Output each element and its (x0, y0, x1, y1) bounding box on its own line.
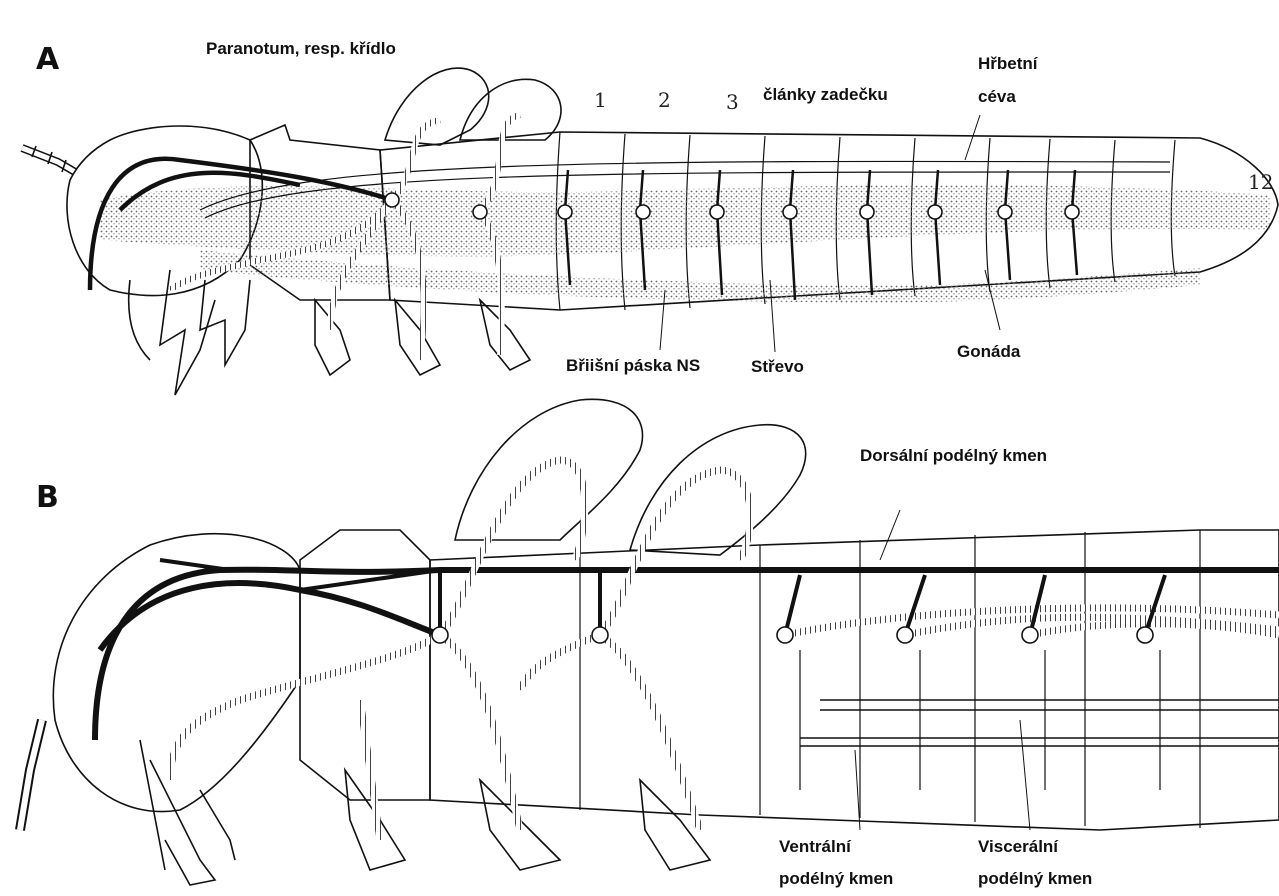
label-dorsal-vessel-line2: céva (978, 86, 1016, 107)
mouthparts-a (129, 270, 250, 395)
label-ventral-trunk-line1: Ventrální (779, 836, 851, 857)
segment-number-12: 12 (1248, 170, 1273, 194)
spiracles-b (432, 570, 1165, 790)
wing-b-1 (455, 399, 643, 540)
label-abdomen-segments: články zadečku (763, 84, 888, 105)
antenna-a (22, 146, 75, 172)
head-b (53, 534, 300, 812)
label-paranotum: Paranotum, resp. křídlo (206, 38, 396, 59)
panel-a-letter: A (36, 42, 59, 77)
label-ventral-trunk-line2: podélný kmen (779, 868, 893, 889)
mouthparts-b (140, 740, 235, 885)
label-gut: Střevo (751, 356, 804, 377)
visceral-trunk-b (820, 700, 1279, 710)
label-ventral-nerve-cord: Břiišní páska NS (566, 355, 700, 376)
leg-a-3 (480, 300, 530, 370)
gut-a (100, 185, 1270, 256)
label-visceral-trunk-line2: podélný kmen (978, 868, 1092, 889)
panel-b-letter: B (36, 480, 59, 515)
label-dorsal-trunk: Dorsální podélný kmen (860, 445, 1047, 466)
label-visceral-trunk-line1: Viscerální (978, 836, 1058, 857)
dorsal-trunk-b (95, 570, 1279, 740)
leader-lines-b (855, 510, 1030, 830)
wing-b-2 (630, 425, 806, 555)
segment-number-3: 3 (726, 90, 739, 114)
abdomen-b (430, 530, 1279, 830)
leg-a-2 (395, 300, 440, 375)
label-gonad: Gonáda (957, 341, 1020, 362)
label-dorsal-vessel-line1: Hřbetní (978, 53, 1038, 74)
segment-borders-b (580, 530, 1200, 828)
trachea-ringed-b (170, 460, 1279, 840)
segment-number-2: 2 (658, 88, 671, 112)
ventral-trunk-b (800, 738, 1279, 746)
panel-a-figure (22, 68, 1278, 395)
paranotum-1 (385, 68, 489, 145)
panel-b-figure (20, 399, 1279, 885)
segment-number-1: 1 (594, 88, 607, 112)
paranotum-2 (460, 79, 561, 140)
